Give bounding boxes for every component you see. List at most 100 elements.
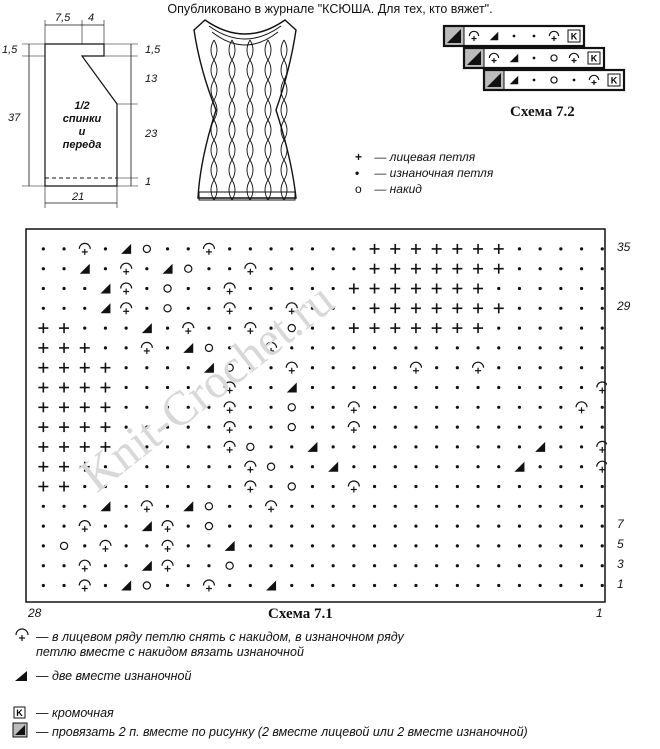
chart-stitch	[579, 267, 584, 271]
chart-stitch	[331, 306, 335, 310]
chart-stitch	[248, 247, 252, 251]
chart-stitch	[186, 544, 190, 548]
chart-stitch	[83, 484, 87, 489]
chart-stitch	[83, 504, 87, 508]
chart-stitch	[223, 421, 236, 434]
chart-stitch	[559, 405, 563, 409]
chart-stitch	[352, 544, 356, 548]
chart-stitch	[476, 484, 480, 489]
chart-stitch	[600, 346, 604, 350]
chart-stitch	[414, 405, 418, 409]
chart-stitch	[145, 385, 149, 390]
chart-stitch	[414, 346, 418, 350]
chart-stitch	[579, 286, 584, 291]
chart-stitch	[145, 366, 149, 370]
chart-stitch	[165, 326, 170, 330]
chart-stitch	[455, 484, 459, 489]
publication-header: Опубликовано в журнале "КСЮША. Для тех, …	[167, 2, 493, 16]
chart-stitch	[538, 544, 542, 548]
chart-stitch	[124, 544, 128, 548]
chart-stitch	[223, 282, 236, 295]
chart-row	[38, 421, 604, 434]
chart-stitch	[140, 341, 153, 354]
chart-stitch	[559, 385, 563, 390]
chart-row	[41, 242, 604, 255]
chart-stitch	[103, 267, 108, 271]
chart-stitch	[538, 346, 542, 350]
chart-stitch	[372, 425, 377, 429]
chart-stitch	[538, 267, 542, 271]
chart-stitch	[455, 465, 459, 469]
chart-stitch	[372, 385, 377, 390]
chart-stitch	[62, 583, 66, 588]
chart-stitch	[390, 243, 401, 254]
chart-stitch	[410, 263, 421, 274]
chart-stitch	[310, 346, 315, 350]
legend-yo: o — накид	[355, 182, 422, 196]
chart-stitch	[410, 283, 421, 294]
garment-wave	[228, 39, 236, 201]
chart-stitch	[244, 460, 257, 473]
chart-stitch	[207, 465, 211, 469]
scheme-7-2-cell	[509, 53, 519, 63]
chart-stitch	[145, 286, 149, 291]
chart-stitch	[414, 524, 418, 528]
chart-stitch	[124, 504, 128, 508]
chart-stitch	[99, 539, 112, 552]
chart-stitch	[455, 524, 459, 528]
chart-stitch	[79, 422, 90, 433]
chart-stitch	[59, 541, 69, 551]
chart-stitch	[124, 326, 128, 330]
chart-stitch	[59, 342, 70, 353]
chart-stitch	[207, 385, 211, 390]
chart-stitch	[538, 326, 542, 330]
chart-stitch	[452, 263, 463, 274]
knit-symbol: +	[355, 150, 363, 164]
chart-stitch	[246, 442, 255, 452]
chart-stitch	[538, 306, 542, 310]
chart-stitch	[269, 484, 273, 489]
chart-stitch	[38, 461, 49, 472]
chart-stitch	[202, 242, 216, 255]
chart-stitch	[579, 247, 584, 251]
legend-purl: • — изнаночная петля	[355, 166, 494, 180]
chart-stitch	[121, 580, 132, 591]
chart-stitch	[59, 323, 70, 334]
chart-stitch	[145, 267, 149, 271]
chart-stitch	[62, 564, 66, 568]
chart-stitch	[100, 422, 111, 433]
chart-stitch	[497, 465, 501, 469]
chart-stitch	[347, 421, 360, 434]
chart-stitch	[165, 445, 170, 449]
chart-stitch	[140, 500, 153, 513]
chart-stitch	[207, 286, 211, 291]
chart-stitch	[435, 544, 439, 548]
chart-stitch	[517, 247, 522, 251]
chart-stitch	[514, 461, 525, 472]
chart-stitch	[559, 564, 563, 568]
chart-stitch	[476, 385, 480, 390]
chart-stitch	[452, 323, 463, 334]
chart-stitch	[559, 544, 563, 548]
chart-stitch	[124, 346, 128, 350]
chart-stitch	[142, 581, 152, 590]
chart-stitch	[414, 465, 418, 469]
chart-stitch	[414, 425, 418, 429]
chart-stitch	[331, 583, 335, 588]
scheme-7-2-cell	[548, 30, 560, 42]
chart-stitch	[264, 341, 278, 354]
chart-stitch	[78, 520, 91, 533]
chart-stitch	[517, 405, 522, 409]
chart-stitch	[120, 262, 133, 275]
legend-slip-with-yo: — в лицевом ряду петлю снять с накидом, …	[36, 630, 404, 659]
scheme-7-2-cell: K	[607, 73, 621, 87]
chart-stitch	[248, 346, 252, 350]
chart-stitch	[414, 564, 418, 568]
chart-stitch	[517, 564, 522, 568]
chart-stitch	[186, 465, 190, 469]
chart-stitch	[145, 425, 149, 429]
chart-stitch	[431, 263, 442, 274]
chart-stitch	[165, 583, 170, 588]
chart-stitch	[186, 286, 190, 291]
